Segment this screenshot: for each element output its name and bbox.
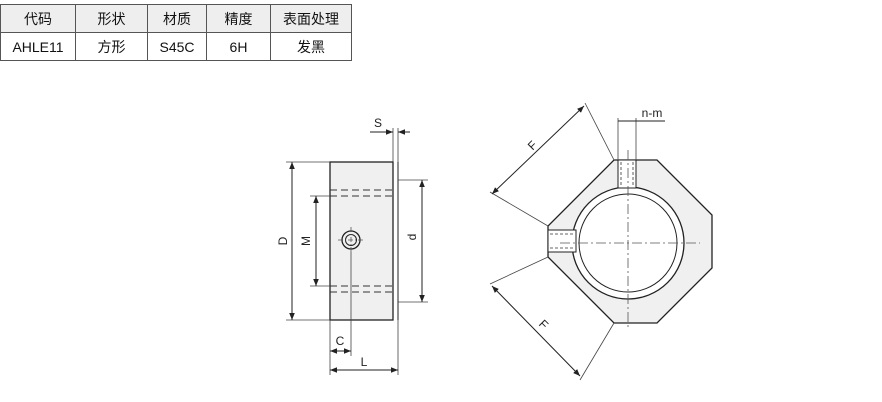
cell-material: S45C: [147, 32, 207, 61]
spec-table: 代码 形状 材质 精度 表面处理 AHLE11 方形 S45C 6H 发黑: [0, 4, 352, 61]
spec-header-row: 代码 形状 材质 精度 表面处理: [0, 4, 352, 33]
C-label: C: [336, 334, 345, 348]
F-bottom-label: F: [536, 317, 551, 332]
F-bottom-dimension-line: [491, 285, 581, 377]
cell-code: AHLE11: [0, 32, 76, 61]
front-view: F F n-m: [489, 102, 713, 381]
left-screw-hole: [547, 229, 577, 253]
top-screw-hole: [617, 159, 637, 189]
nm-label: n-m: [642, 106, 663, 120]
F-bottom-ext-1: [489, 256, 549, 285]
header-surface-treatment: 表面处理: [270, 4, 352, 33]
side-view: D M d S C L: [276, 116, 428, 375]
L-label: L: [361, 355, 368, 369]
F-top-ext-1: [584, 102, 615, 161]
d-label: d: [405, 234, 419, 241]
cell-shape: 方形: [75, 32, 148, 61]
M-label: M: [299, 236, 313, 246]
cell-surface-treatment: 发黑: [270, 32, 352, 61]
F-top-ext-2: [489, 191, 549, 227]
side-view-body: [329, 161, 394, 321]
S-label: S: [374, 116, 382, 130]
cell-precision: 6H: [206, 32, 271, 61]
spec-data-row: AHLE11 方形 S45C 6H 发黑: [0, 32, 352, 61]
F-bottom-ext-2: [579, 322, 615, 381]
header-code: 代码: [0, 4, 76, 33]
D-label: D: [276, 236, 290, 245]
F-top-dimension-line: [491, 105, 585, 195]
